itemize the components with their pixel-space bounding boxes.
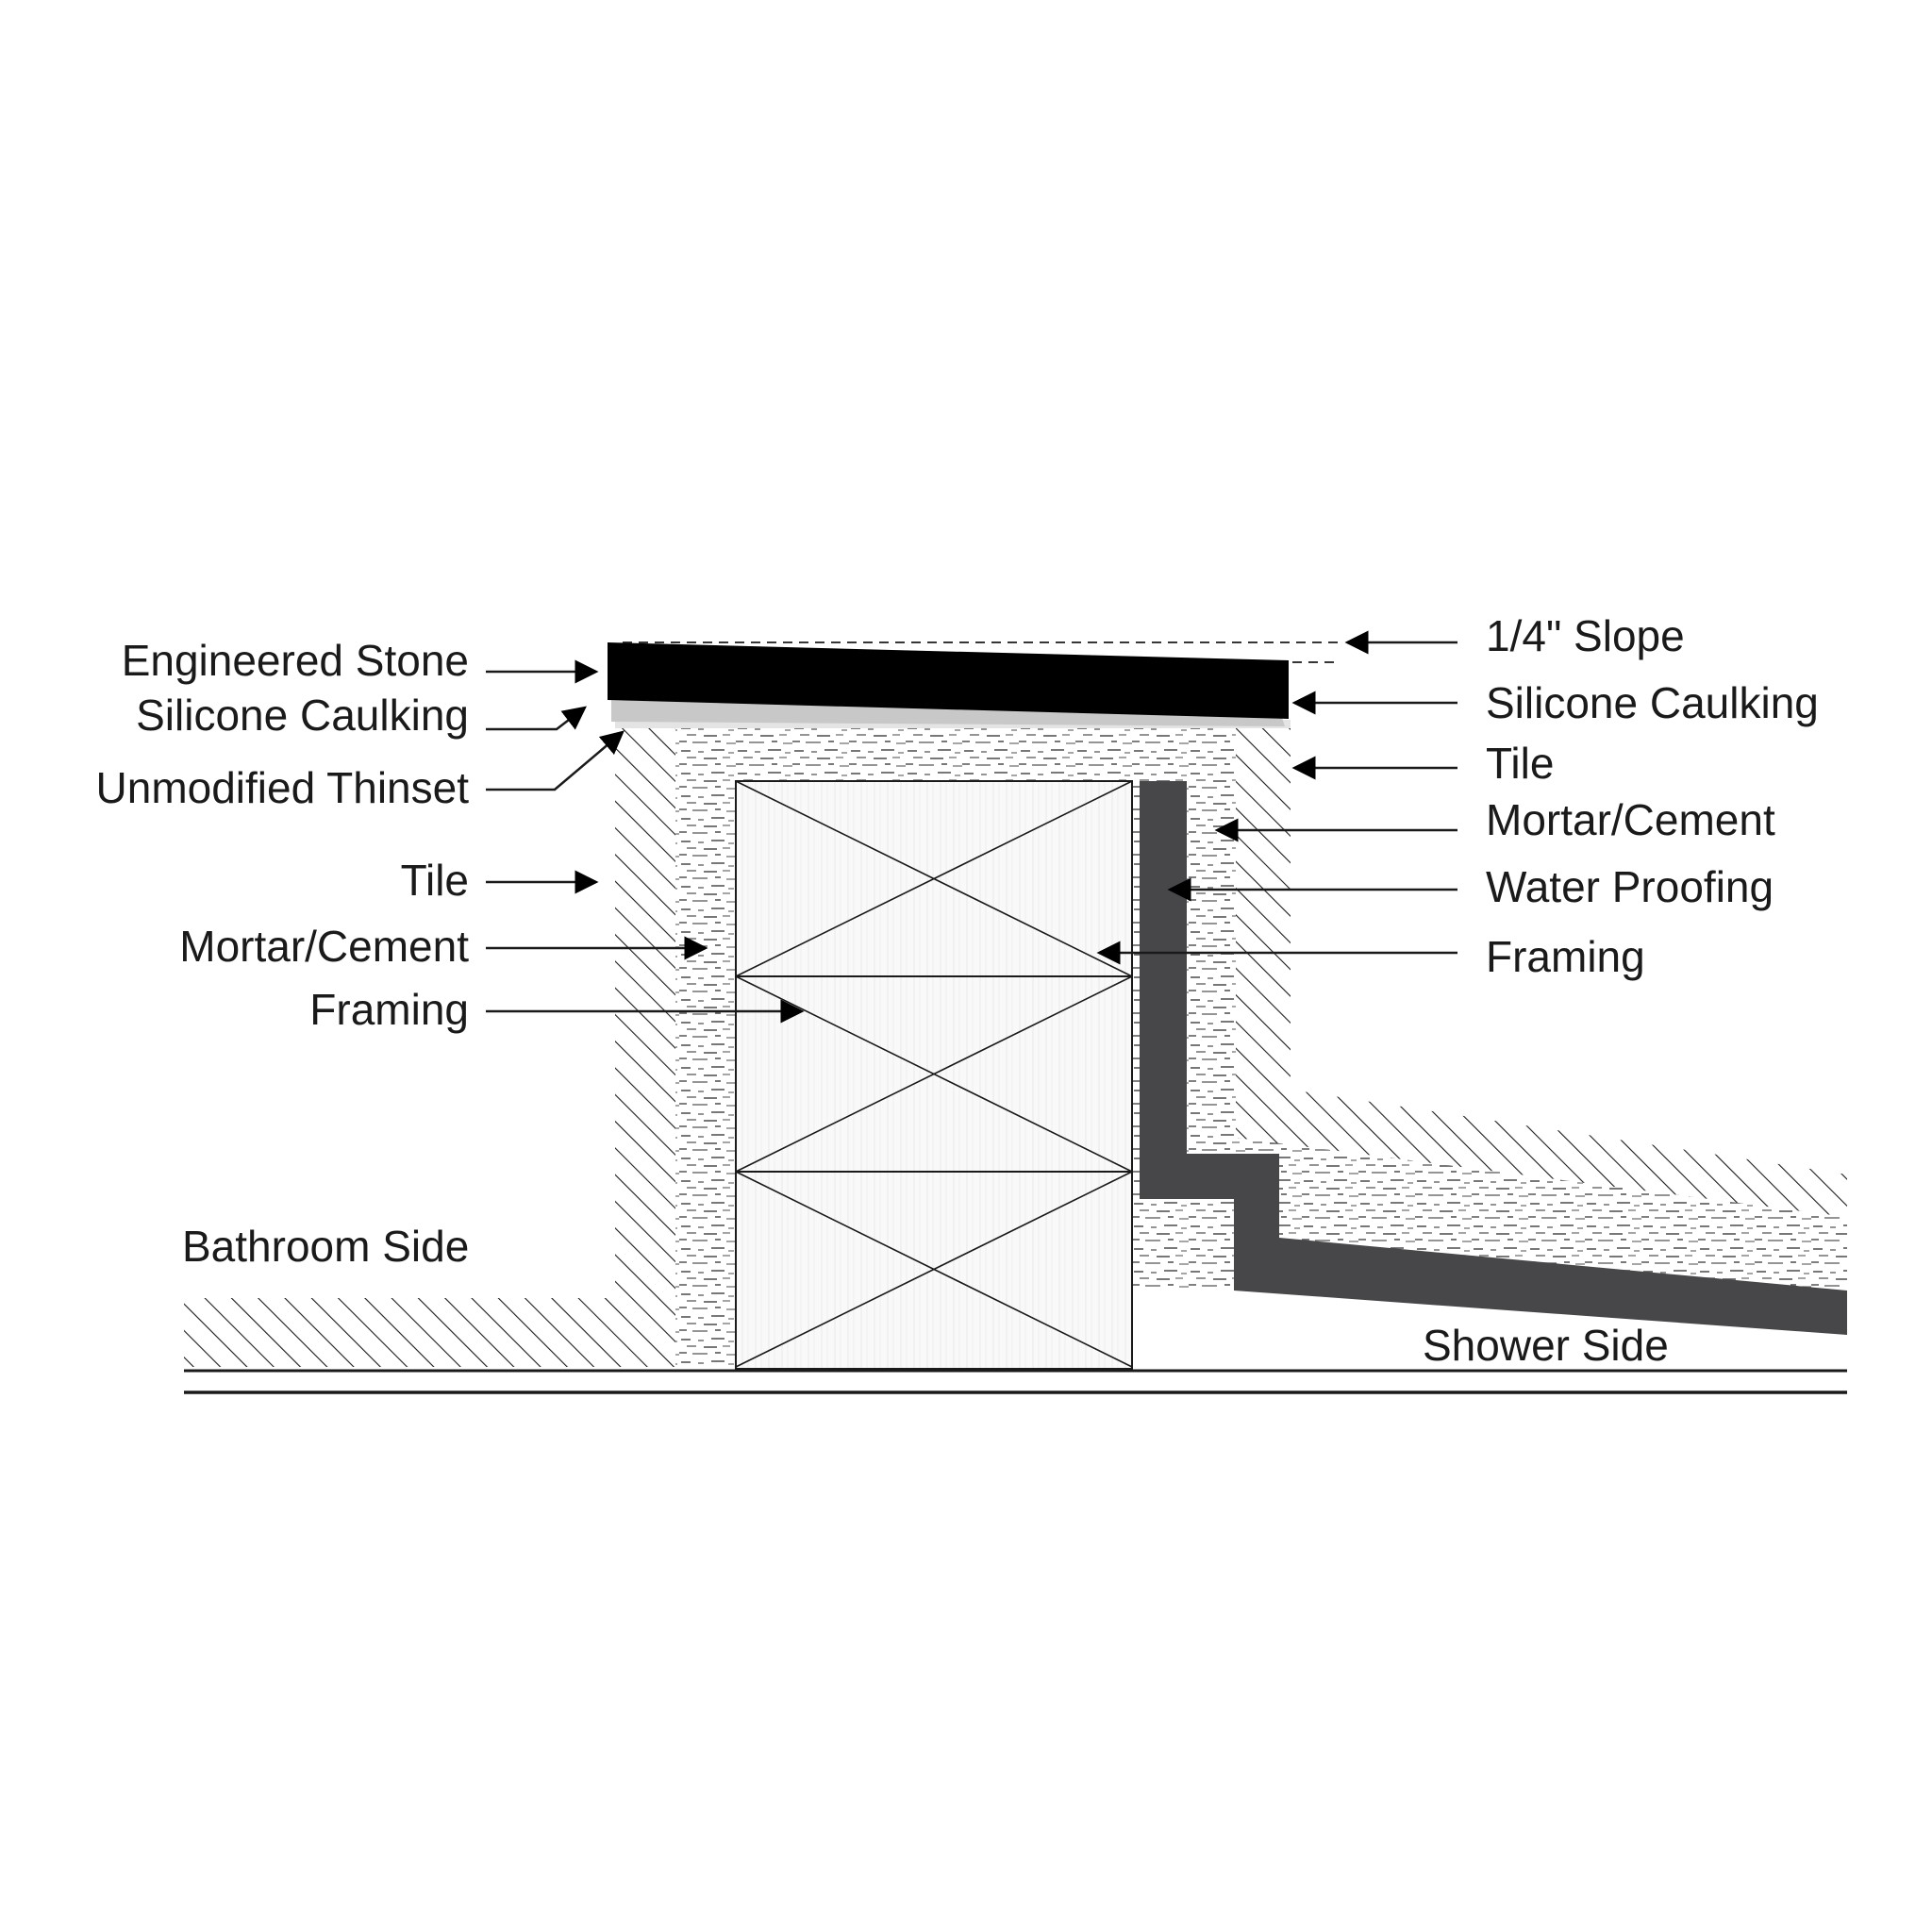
label-framing-left: Framing [309, 985, 469, 1034]
label-mortar-cement-right: Mortar/Cement [1486, 795, 1775, 844]
label-silicone-caulking-left: Silicone Caulking [136, 691, 469, 740]
label-framing-right: Framing [1486, 932, 1645, 981]
label-tile-left: Tile [401, 856, 469, 905]
label-silicone-caulking-right: Silicone Caulking [1486, 678, 1819, 727]
label-tile-right: Tile [1486, 739, 1554, 788]
label-slope: 1/4" Slope [1486, 611, 1685, 660]
silicone-caulking-layer [611, 700, 1285, 726]
left-leaders [486, 659, 805, 1024]
label-engineered-stone: Engineered Stone [122, 636, 469, 685]
engineered-stone-top [608, 642, 1289, 719]
label-bathroom-side: Bathroom Side [182, 1222, 469, 1271]
right-leaders [1096, 630, 1457, 965]
label-shower-side: Shower Side [1423, 1321, 1669, 1370]
curb-framing [735, 780, 1133, 1370]
bathroom-floor-tile [184, 1298, 615, 1367]
label-water-proofing: Water Proofing [1486, 862, 1774, 911]
label-unmodified-thinset: Unmodified Thinset [96, 763, 470, 812]
label-mortar-cement-left: Mortar/Cement [179, 922, 469, 971]
